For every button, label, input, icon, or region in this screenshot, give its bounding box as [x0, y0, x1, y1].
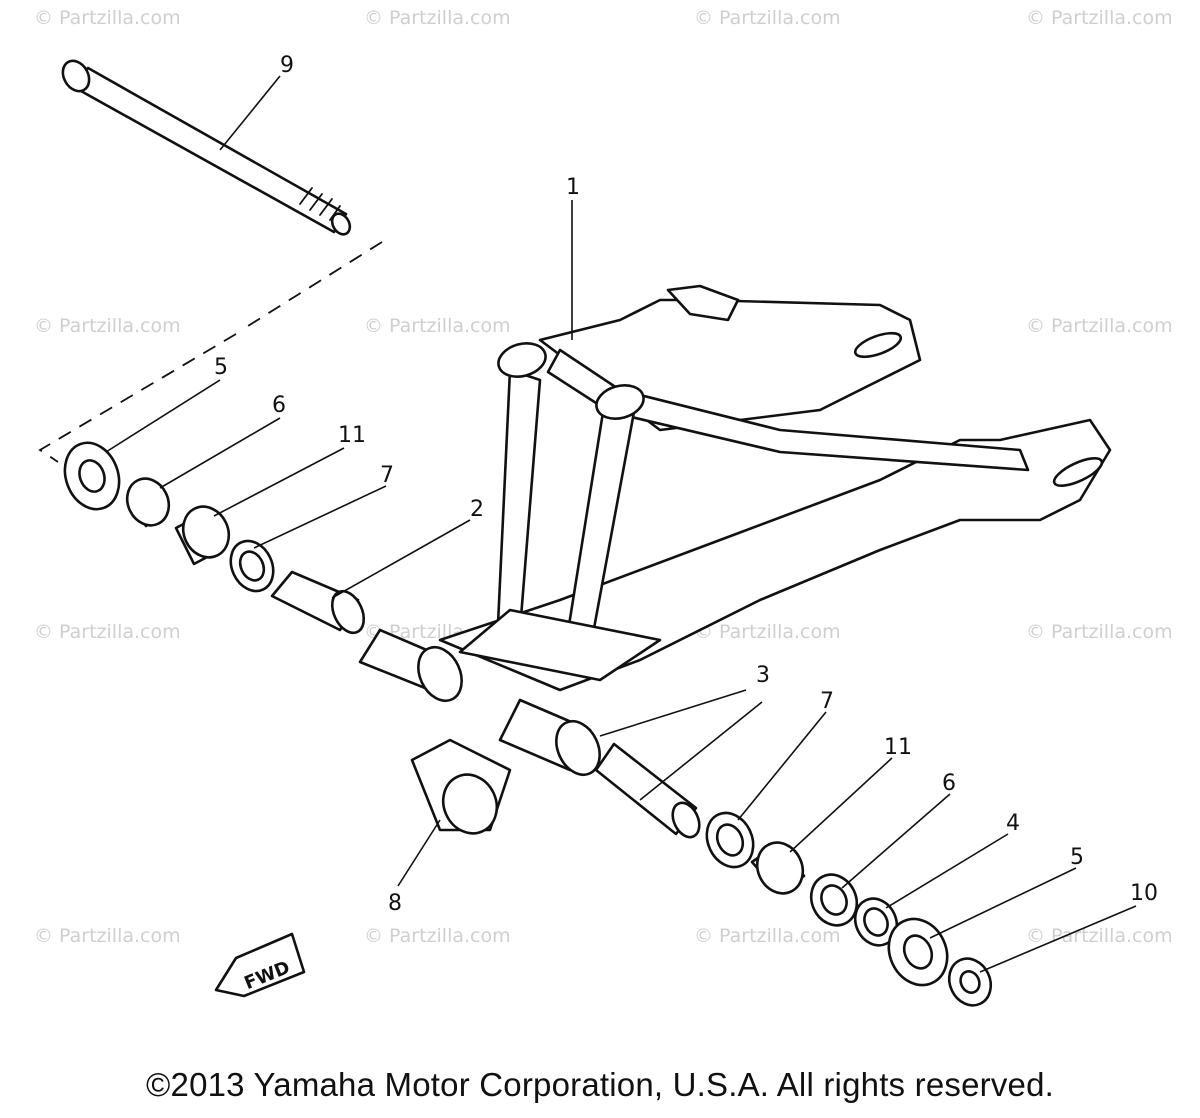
callout-5-right: 5: [1070, 845, 1084, 870]
watermark: © Partzilla.com: [694, 925, 841, 947]
bushing-3: [594, 742, 701, 839]
oil-seal-left: [63, 441, 121, 511]
alignment-line: [38, 333, 237, 463]
callout-6-left: 6: [272, 393, 286, 418]
watermark: © Partzilla.com: [694, 621, 841, 643]
watermark: © Partzilla.com: [34, 925, 181, 947]
callout-6-right: 6: [942, 771, 956, 796]
watermark: © Partzilla.com: [1026, 925, 1173, 947]
fwd-arrow: FWD: [214, 932, 306, 998]
callout-8: 8: [388, 891, 402, 916]
watermark: © Partzilla.com: [364, 7, 511, 29]
oil-seal-right: [887, 917, 949, 987]
copyright-notice: ©2013 Yamaha Motor Corporation, U.S.A. A…: [146, 1066, 1054, 1103]
watermark: © Partzilla.com: [34, 621, 181, 643]
watermark: © Partzilla.com: [364, 315, 511, 337]
leader-lines: [105, 75, 1137, 973]
bearing-right: [809, 873, 859, 927]
fwd-arrow-shape: [214, 932, 306, 998]
pivot-collar-left: [358, 628, 463, 703]
callout-9: 9: [280, 53, 294, 78]
washer-left: [229, 539, 275, 593]
bearing-left: [125, 477, 171, 528]
watermark: © Partzilla.com: [34, 7, 181, 29]
collar-left: [174, 505, 231, 566]
callout-7-left: 7: [380, 463, 394, 488]
swingarm: [438, 284, 1112, 692]
callout-3: 3: [756, 663, 770, 688]
watermark: © Partzilla.com: [694, 7, 841, 29]
alignment-line: [247, 241, 383, 327]
callout-4: 4: [1006, 811, 1020, 836]
watermark: © Partzilla.com: [1026, 621, 1173, 643]
pivot-shaft: [61, 59, 352, 236]
pivot-collar-right: [498, 698, 601, 777]
callout-labels: 9 1 5 6 11 7 2 3 7 11 6 4 5 10 8: [214, 53, 1158, 916]
callout-11-right: 11: [884, 735, 912, 760]
collar-right: [750, 841, 806, 895]
watermark: © Partzilla.com: [364, 925, 511, 947]
callout-5-left: 5: [214, 355, 228, 380]
thrust-washer: [853, 897, 899, 947]
callout-2: 2: [470, 497, 484, 522]
bushing-2: [270, 570, 366, 635]
callout-11-left: 11: [338, 423, 366, 448]
cover-8: [410, 738, 512, 835]
callout-1: 1: [566, 175, 580, 200]
watermark: © Partzilla.com: [34, 315, 181, 337]
callout-10: 10: [1130, 881, 1158, 906]
washer-right: [705, 811, 755, 869]
callout-7-right: 7: [820, 689, 834, 714]
nut-10: [947, 957, 993, 1007]
watermark: © Partzilla.com: [1026, 315, 1173, 337]
watermark: © Partzilla.com: [1026, 7, 1173, 29]
